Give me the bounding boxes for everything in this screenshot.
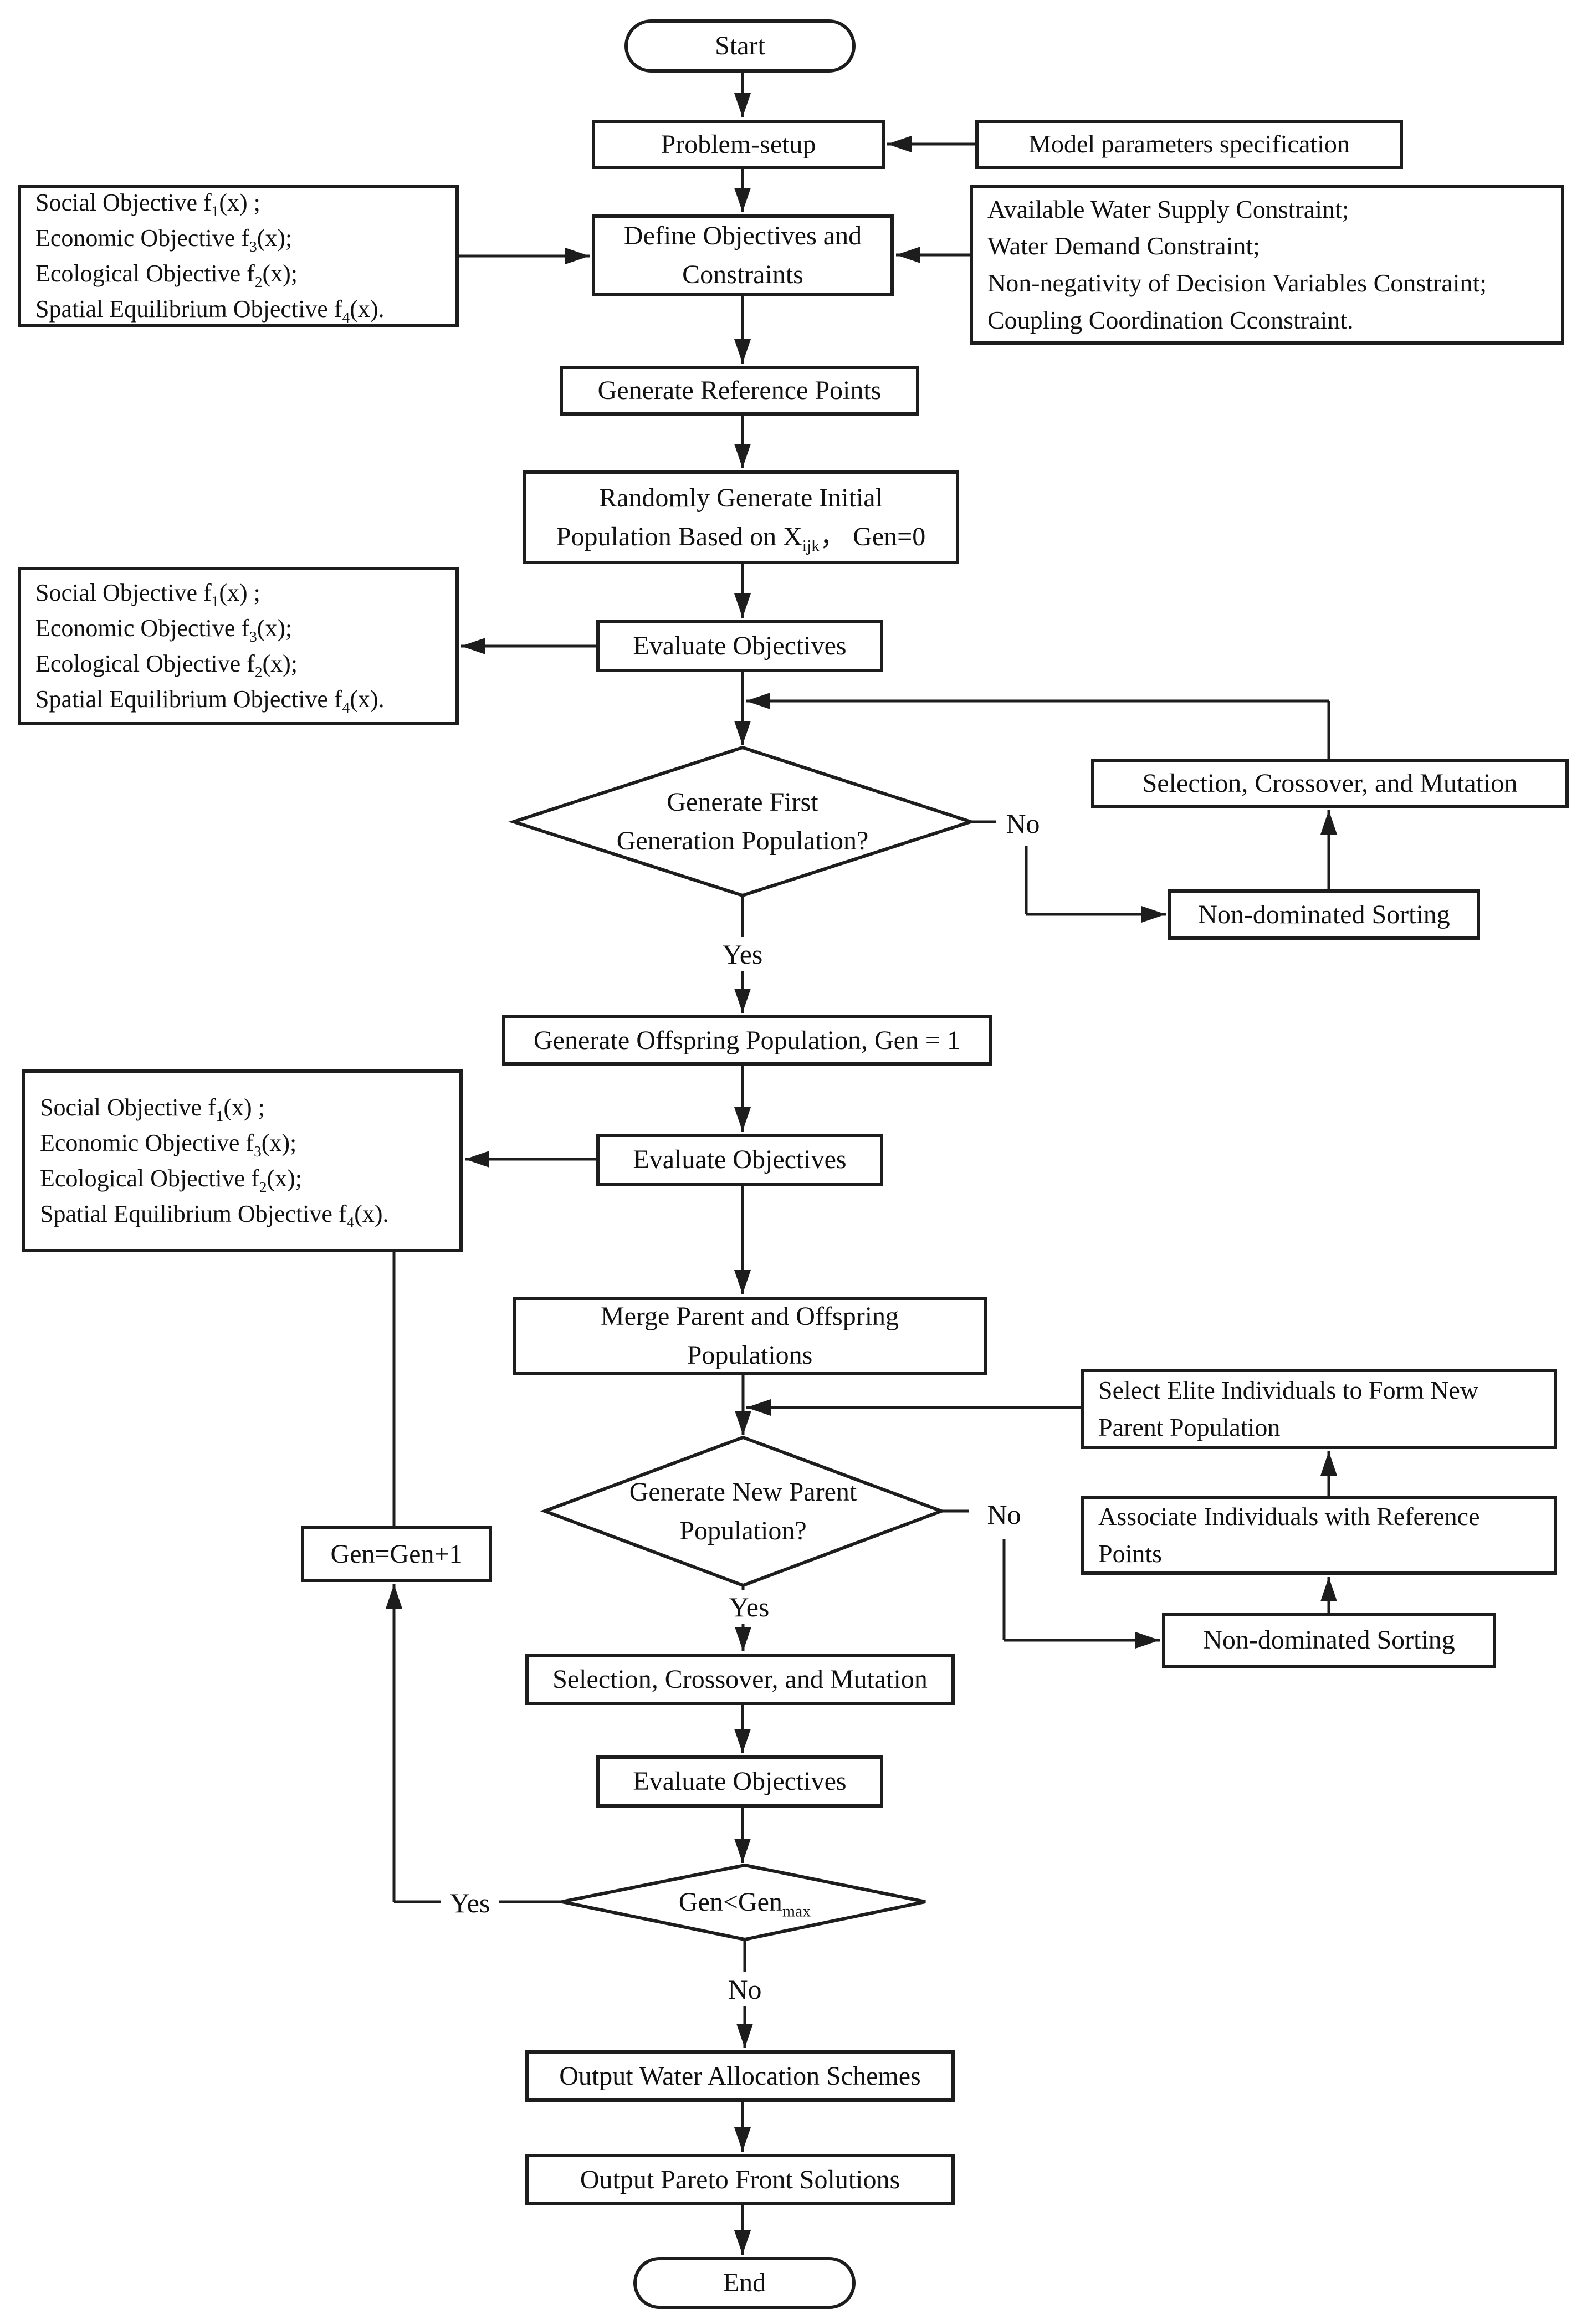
- evaluate-objectives-box-2: Evaluate Objectives: [596, 1134, 883, 1186]
- decision-gen-max-text: Gen<Genmax: [606, 1865, 883, 1939]
- decision-first-generation-diamond: [508, 745, 976, 898]
- select-elite-line1: Select Elite Individuals to Form New: [1098, 1375, 1479, 1404]
- objectives3-line-social: Social Objective f1(x) ;: [40, 1094, 265, 1125]
- evaluate-objectives-box-3: Evaluate Objectives: [596, 1755, 883, 1808]
- objectives2-line-ecological: Ecological Objective f2(x);: [35, 650, 298, 680]
- random-initial-line2: Population Based on Xijk， Gen=0: [556, 521, 926, 555]
- objectives1-line-economic: Economic Objective f3(x);: [35, 224, 293, 255]
- objectives3-line-spatial: Spatial Equilibrium Objective f4(x).: [40, 1200, 389, 1231]
- objectives-annotation-1: Social Objective f1(x) ; Economic Object…: [18, 185, 459, 327]
- problem-setup-label: Problem-setup: [661, 129, 816, 159]
- yes-label-1: Yes: [713, 937, 772, 971]
- associate-line1: Associate Individuals with Reference: [1098, 1502, 1480, 1531]
- end-terminator: End: [633, 2257, 856, 2309]
- model-params-label: Model parameters specification: [1028, 130, 1350, 158]
- objectives2-line-spatial: Spatial Equilibrium Objective f4(x).: [35, 685, 385, 716]
- evaluate-objectives-label-2: Evaluate Objectives: [633, 1145, 847, 1175]
- output-schemes-box: Output Water Allocation Schemes: [525, 2050, 955, 2102]
- associate-reference-box: Associate Individuals with Reference Poi…: [1081, 1496, 1557, 1575]
- constraints-annotation: Available Water Supply Constraint; Water…: [970, 185, 1564, 345]
- decision3-label: Gen<Genmax: [678, 1887, 811, 1921]
- yes-label-3: Yes: [441, 1886, 499, 1920]
- objectives3-line-economic: Economic Objective f3(x);: [40, 1129, 297, 1160]
- decision-new-parent-text: Generate New Parent Population?: [590, 1446, 896, 1576]
- selection-crossover-mutation-label-1: Selection, Crossover, and Mutation: [1142, 769, 1518, 798]
- define-objectives-box: Define Objectives and Constraints: [592, 214, 894, 296]
- objectives1-line-spatial: Spatial Equilibrium Objective f4(x).: [35, 295, 385, 326]
- decision1-line1: Generate First: [667, 787, 818, 817]
- objectives1-line-social: Social Objective f1(x) ;: [35, 189, 260, 220]
- objectives1-line-ecological: Ecological Objective f2(x);: [35, 260, 298, 290]
- evaluate-objectives-label-3: Evaluate Objectives: [633, 1767, 847, 1796]
- non-dominated-sorting-box-1: Non-dominated Sorting: [1168, 889, 1480, 940]
- select-elite-box: Select Elite Individuals to Form New Par…: [1081, 1369, 1557, 1449]
- define-objectives-line1: Define Objectives and: [623, 221, 862, 250]
- gen-increment-label: Gen=Gen+1: [330, 1539, 463, 1569]
- decision1-line2: Generation Population?: [616, 826, 869, 856]
- decision2-line1: Generate New Parent: [629, 1477, 857, 1507]
- merge-populations-box: Merge Parent and Offspring Populations: [513, 1297, 987, 1375]
- evaluate-objectives-label-1: Evaluate Objectives: [633, 631, 847, 661]
- constraint-line-coupling: Coupling Coordination Cconstraint.: [987, 305, 1354, 334]
- decision-gen-max-diamond: [561, 1863, 926, 1942]
- decision-new-parent-diamond: [540, 1435, 946, 1588]
- selection-crossover-mutation-box-2: Selection, Crossover, and Mutation: [525, 1654, 955, 1705]
- selection-crossover-mutation-box-1: Selection, Crossover, and Mutation: [1091, 759, 1569, 808]
- generate-offspring-box: Generate Offspring Population, Gen = 1: [502, 1015, 992, 1066]
- output-pareto-box: Output Pareto Front Solutions: [525, 2154, 955, 2205]
- objectives-annotation-3: Social Objective f1(x) ; Economic Object…: [22, 1069, 463, 1252]
- generate-reference-points-box: Generate Reference Points: [560, 366, 919, 416]
- output-schemes-label: Output Water Allocation Schemes: [559, 2061, 921, 2091]
- objectives3-line-ecological: Ecological Objective f2(x);: [40, 1165, 302, 1195]
- constraint-line-demand: Water Demand Constraint;: [987, 232, 1260, 260]
- objectives2-line-social: Social Objective f1(x) ;: [35, 579, 260, 610]
- selection-crossover-mutation-label-2: Selection, Crossover, and Mutation: [552, 1664, 928, 1694]
- yes-label-2: Yes: [720, 1590, 779, 1624]
- merge-line1: Merge Parent and Offspring: [600, 1302, 899, 1332]
- output-pareto-label: Output Pareto Front Solutions: [580, 2164, 900, 2194]
- gen-increment-box: Gen=Gen+1: [301, 1526, 492, 1582]
- generate-offspring-label: Generate Offspring Population, Gen = 1: [533, 1025, 960, 1055]
- random-initial-line1: Randomly Generate Initial: [599, 483, 883, 513]
- associate-line2: Points: [1098, 1539, 1163, 1568]
- evaluate-objectives-box-1: Evaluate Objectives: [596, 620, 883, 672]
- end-label: End: [723, 2268, 766, 2298]
- non-dominated-sorting-box-2: Non-dominated Sorting: [1162, 1613, 1496, 1668]
- define-objectives-line2: Constraints: [682, 259, 803, 289]
- merge-line2: Populations: [687, 1340, 813, 1370]
- non-dominated-sorting-label-2: Non-dominated Sorting: [1203, 1625, 1455, 1655]
- decision2-line2: Population?: [679, 1516, 807, 1545]
- random-initial-population-box: Randomly Generate Initial Population Bas…: [523, 470, 959, 564]
- constraint-line-nonnegativity: Non-negativity of Decision Variables Con…: [987, 269, 1487, 297]
- start-terminator: Start: [624, 19, 856, 73]
- no-label-2: No: [978, 1497, 1030, 1532]
- no-label-3: No: [719, 1972, 771, 2006]
- start-label: Start: [715, 31, 765, 61]
- generate-reference-points-label: Generate Reference Points: [597, 376, 882, 406]
- problem-setup-box: Problem-setup: [592, 120, 885, 169]
- model-params-box: Model parameters specification: [975, 120, 1403, 169]
- select-elite-line2: Parent Population: [1098, 1412, 1281, 1441]
- objectives-annotation-2: Social Objective f1(x) ; Economic Object…: [18, 567, 459, 725]
- no-label-1: No: [997, 806, 1049, 841]
- constraint-line-supply: Available Water Supply Constraint;: [987, 194, 1349, 223]
- non-dominated-sorting-label-1: Non-dominated Sorting: [1198, 899, 1450, 929]
- objectives2-line-economic: Economic Objective f3(x);: [35, 615, 293, 645]
- decision-first-generation-text: Generate First Generation Population?: [576, 756, 909, 887]
